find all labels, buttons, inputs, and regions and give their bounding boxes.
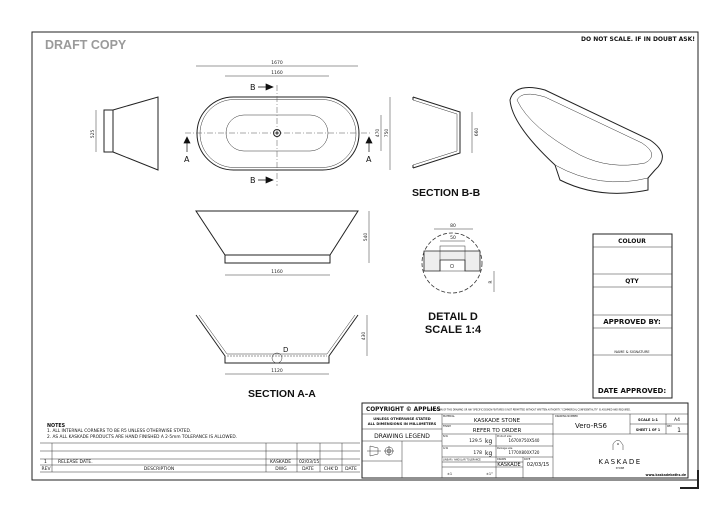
svg-text:750: 750 [384,129,390,138]
draft-watermark: DRAFT COPY [45,38,127,52]
brand-name: KASKADE [598,458,641,466]
svg-text:KASKADE STONE: KASKADE STONE [474,418,521,424]
svg-text:DESCRIPTION: DESCRIPTION [144,466,174,472]
section-b-b: 660 SECTION B-B [412,96,481,199]
svg-text:COLOUR: COLOUR [618,238,646,245]
detail-d: 80 50 R DETAIL D SCALE 1:4 [421,223,495,336]
svg-text:DRAWING NUMBER: DRAWING NUMBER [555,415,578,418]
svg-text:SHEET 1 OF 1: SHEET 1 OF 1 [636,428,660,432]
title-block: COPYRIGHT © APPLIES DUPLICATION OF THIS … [361,402,689,479]
svg-text:kg: kg [485,450,492,457]
svg-text:LINEAR / ANGULAR TOLERANCE: LINEAR / ANGULAR TOLERANCE [443,459,481,462]
svg-text:DATE APPROVED:: DATE APPROVED: [598,387,667,395]
drawing-number: Vero-RS6 [575,422,608,430]
svg-text:REV: REV [667,425,672,428]
svg-text:NAME & SIGNATURE: NAME & SIGNATURE [614,350,649,354]
svg-text:RELEASE DATE.: RELEASE DATE. [58,459,93,465]
kaskade-logo-icon [612,440,624,450]
approval-panel: COLOUR QTY APPROVED BY: NAME & SIGNATURE… [592,233,673,399]
svg-text:kg: kg [485,438,492,445]
section-a-a: D 430 1120 SECTION A-A [195,314,368,400]
svg-text:1160: 1160 [271,269,283,275]
svg-text:02/03/15: 02/03/15 [527,462,549,468]
svg-text:1670: 1670 [271,60,283,66]
svg-text:DWG: DWG [275,466,287,472]
svg-text:R: R [488,280,494,283]
svg-text:178: 178 [473,450,482,456]
svg-text:1160: 1160 [271,70,283,76]
svg-text:1120: 1120 [271,368,283,374]
svg-text:660: 660 [474,128,480,137]
svg-text:02/03/15: 02/03/15 [299,459,319,465]
svg-text:STONE: STONE [616,466,625,470]
svg-text:NOTES: NOTES [47,423,66,429]
svg-text:G.W: G.W [443,447,449,450]
notes-revision-table: NOTES 1. ALL INTERNAL CORNERS TO BE R5 U… [40,423,360,473]
svg-text:B: B [250,83,256,92]
svg-text:±1: ±1 [447,472,452,476]
projection-symbol-icon [367,445,394,457]
svg-text:1: 1 [677,427,681,434]
svg-text:525: 525 [90,130,96,139]
svg-text:SCALE 1:1: SCALE 1:1 [638,418,658,422]
do-not-scale-warning: DO NOT SCALE. IF IN DOUBT ASK! [581,36,695,43]
svg-text:ALL DIMENSIONS IN MILLIMETERS: ALL DIMENSIONS IN MILLIMETERS [368,422,437,426]
svg-text:DUPLICATION OF THIS DRAWING OR: DUPLICATION OF THIS DRAWING OR ANY SPECI… [428,409,631,412]
svg-text:1770X800X720: 1770X800X720 [509,450,540,455]
svg-text:Product size: Product size [497,435,512,438]
svg-text:REV: REV [41,466,51,472]
corner-mark [680,470,699,489]
svg-text:QTY: QTY [625,278,639,285]
svg-text:DATE: DATE [345,466,357,472]
svg-text:FINISH: FINISH [443,425,451,428]
svg-text:540: 540 [363,233,369,242]
svg-text:1: 1 [44,459,47,465]
svg-text:MATERIAL: MATERIAL [443,415,455,418]
svg-text:CHK'D: CHK'D [324,466,339,472]
svg-text:KASKADE: KASKADE [270,459,291,465]
svg-text:A: A [366,155,372,164]
svg-text:DATE: DATE [524,458,531,461]
plan-view: 1670 1160 470 750 B B A A [183,60,391,186]
sheet-frame [31,31,699,481]
svg-text:B: B [250,176,256,185]
svg-text:A4: A4 [674,417,680,423]
svg-text:DRAWING LEGEND: DRAWING LEGEND [374,433,430,440]
svg-text:N.W: N.W [443,435,449,438]
svg-text:D: D [283,346,288,354]
section-a-a-label: SECTION A-A [248,388,316,400]
svg-text:±1°: ±1° [486,472,493,476]
svg-text:50: 50 [450,235,456,241]
svg-text:UNLESS OTHERWISE STATED: UNLESS OTHERWISE STATED [373,417,430,421]
svg-text:2. AS ALL KASKADE PRODUCTS ARE: 2. AS ALL KASKADE PRODUCTS ARE HAND FINI… [47,434,237,440]
detail-d-label: DETAIL D [428,311,478,323]
svg-text:A: A [184,155,190,164]
svg-text:REFER TO ORDER: REFER TO ORDER [473,428,522,434]
svg-text:APPROVED BY:: APPROVED BY: [603,318,661,326]
section-b-b-label: SECTION B-B [412,187,481,199]
detail-scale-label: SCALE 1:4 [425,324,482,336]
isometric-view [509,87,663,194]
end-view: 525 [90,96,159,171]
svg-text:Package size: Package size [497,447,513,450]
svg-text:470: 470 [375,129,381,138]
website-link: www.kaskadebaths.de [646,473,687,477]
svg-text:KASKADE: KASKADE [497,462,520,468]
svg-text:DRAWN: DRAWN [497,458,506,461]
svg-text:1. ALL INTERNAL CORNERS TO BE: 1. ALL INTERNAL CORNERS TO BE R5 UNLESS … [47,428,191,434]
svg-text:1670X750X540: 1670X750X540 [509,438,540,443]
svg-text:80: 80 [450,223,456,229]
svg-text:DATE: DATE [302,466,314,472]
svg-text:COPYRIGHT © APPLIES: COPYRIGHT © APPLIES [366,407,441,413]
side-elevation: 540 1160 [195,210,370,276]
svg-text:129.5: 129.5 [469,438,482,444]
svg-text:430: 430 [361,332,367,341]
